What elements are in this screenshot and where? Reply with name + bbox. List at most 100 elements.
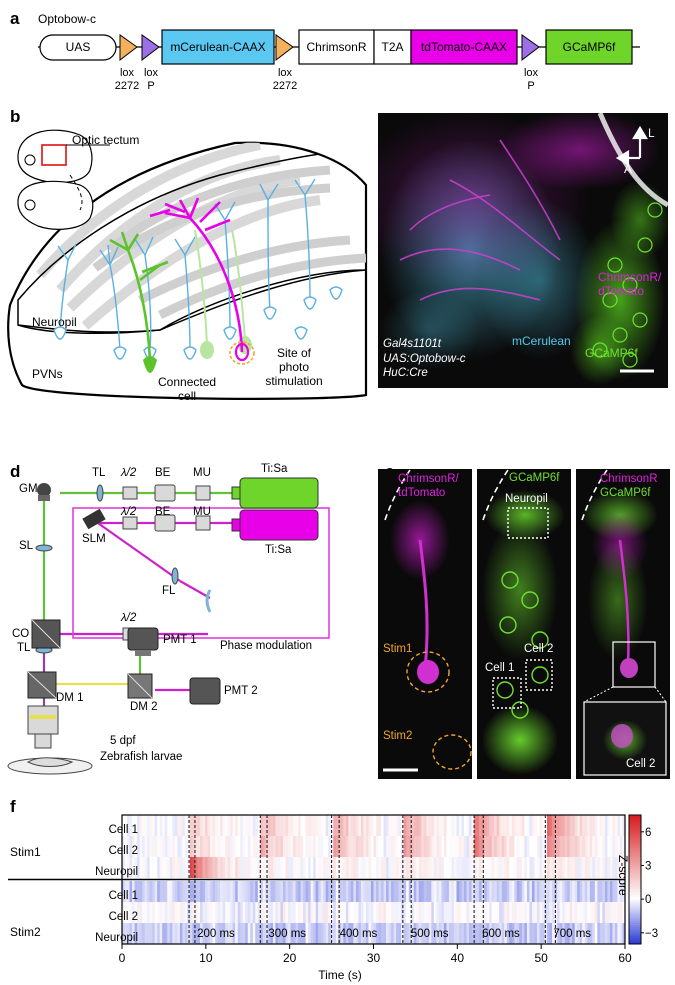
heatmap-cell	[315, 836, 319, 857]
heatmap-cell	[197, 815, 201, 836]
heatmap-cell	[381, 881, 385, 902]
heatmap-cell	[471, 836, 475, 857]
colorbar-segment	[629, 894, 641, 898]
heatmap-cell	[534, 836, 538, 857]
heatmap-cell	[612, 836, 616, 857]
heatmap-cell	[280, 881, 284, 902]
heatmap-cell	[489, 881, 493, 902]
heatmap-cell	[604, 881, 608, 902]
colorbar-segment	[629, 888, 641, 891]
heatmap-cell	[255, 881, 259, 902]
stimulation-site-circle	[229, 341, 255, 365]
heatmap-cell	[345, 857, 349, 878]
heatmap-cell	[240, 857, 244, 878]
heatmap-cell	[594, 857, 598, 878]
heatmap-cell	[393, 857, 397, 878]
heatmap-cell	[582, 881, 586, 902]
heatmap-cell	[222, 815, 226, 836]
heatmap-cell	[438, 836, 442, 857]
heatmap-cell	[464, 815, 468, 836]
heatmap-cell	[373, 815, 377, 836]
heatmap-cell	[340, 836, 344, 857]
row-label-stim1-cell1: Cell 1	[108, 824, 138, 836]
heatmap-cell	[562, 881, 566, 902]
heatmap-cell	[144, 857, 148, 878]
heatmap-cell	[612, 902, 616, 923]
heatmap-cell	[451, 902, 455, 923]
gcamp-label: GCaMP6f	[562, 40, 616, 54]
heatmap-cell	[343, 857, 347, 878]
heatmap-cell	[235, 902, 239, 923]
heatmap-cell	[388, 836, 392, 857]
heatmap-cell	[159, 857, 163, 878]
colorbar-segment	[629, 819, 641, 822]
heatmap-cell	[577, 836, 581, 857]
stim2-circle	[432, 734, 472, 770]
heatmap-cell	[383, 815, 387, 836]
heatmap-cell	[506, 815, 510, 836]
heatmap-cell	[303, 881, 307, 902]
heatmap-cell	[212, 815, 216, 836]
heatmap-cell	[531, 902, 535, 923]
heatmap-cell	[453, 923, 457, 944]
heatmap-cell	[514, 902, 518, 923]
heatmap-cell	[199, 923, 203, 944]
heatmap-cell	[574, 902, 578, 923]
heatmap-cell	[524, 857, 528, 878]
heatmap-cell	[265, 881, 269, 902]
heatmap-cell	[506, 857, 510, 878]
heatmap-cell	[426, 815, 430, 836]
heatmap-cell	[282, 815, 286, 836]
heatmap-cell	[250, 857, 254, 878]
dpf-label: 5 dpf	[110, 735, 136, 747]
heatmap-cell	[494, 902, 498, 923]
heatmap-cell	[215, 857, 219, 878]
heatmap-cell	[476, 881, 480, 902]
heatmap-cell	[386, 857, 390, 878]
heatmap-cell	[456, 815, 460, 836]
heatmap-cell	[484, 881, 488, 902]
heatmap-cell	[554, 881, 558, 902]
heatmap-cell	[519, 857, 523, 878]
heatmap-cell	[202, 836, 206, 857]
heatmap-cell	[217, 923, 221, 944]
heatmap-cell	[169, 815, 173, 836]
dichroic-mirror-1	[27, 671, 57, 699]
heatmap-cell	[516, 881, 520, 902]
heatmap-cell	[217, 836, 221, 857]
heatmap-cell	[443, 923, 447, 944]
heatmap-cell	[438, 923, 442, 944]
heatmap-cell	[235, 857, 239, 878]
heatmap-cell	[557, 881, 561, 902]
colorbar-label: Z-score	[616, 855, 630, 896]
heatmap-cell	[330, 881, 334, 902]
heatmap-cell	[451, 923, 455, 944]
heatmap-cell	[147, 815, 151, 836]
heatmap-cell	[262, 902, 266, 923]
heatmap-cell	[592, 815, 596, 836]
heatmap-cell	[255, 836, 259, 857]
heatmap-cell	[207, 881, 211, 902]
heatmap-cell	[531, 815, 535, 836]
panel-label-b: b	[10, 107, 21, 126]
heatmap-cell	[388, 923, 392, 944]
heatmap-cell	[501, 815, 505, 836]
heatmap-cell	[189, 857, 193, 878]
heatmap-cell	[459, 881, 463, 902]
heatmap-cell	[338, 923, 342, 944]
heatmap-cell	[184, 923, 188, 944]
row-label-stim1-cell2: Cell 2	[108, 845, 138, 857]
heatmap-cell	[162, 857, 166, 878]
colorbar-segment	[629, 933, 641, 936]
heatmap-cell	[453, 836, 457, 857]
heatmap-cell	[230, 815, 234, 836]
chrimsonr-label-c: ChrimsonR/dTomato	[598, 270, 662, 298]
heatmap-cell	[152, 857, 156, 878]
heatmap-cell	[604, 815, 608, 836]
heatmap-cell	[534, 902, 538, 923]
heatmap-cell	[252, 836, 256, 857]
colorbar-segment	[629, 849, 641, 853]
